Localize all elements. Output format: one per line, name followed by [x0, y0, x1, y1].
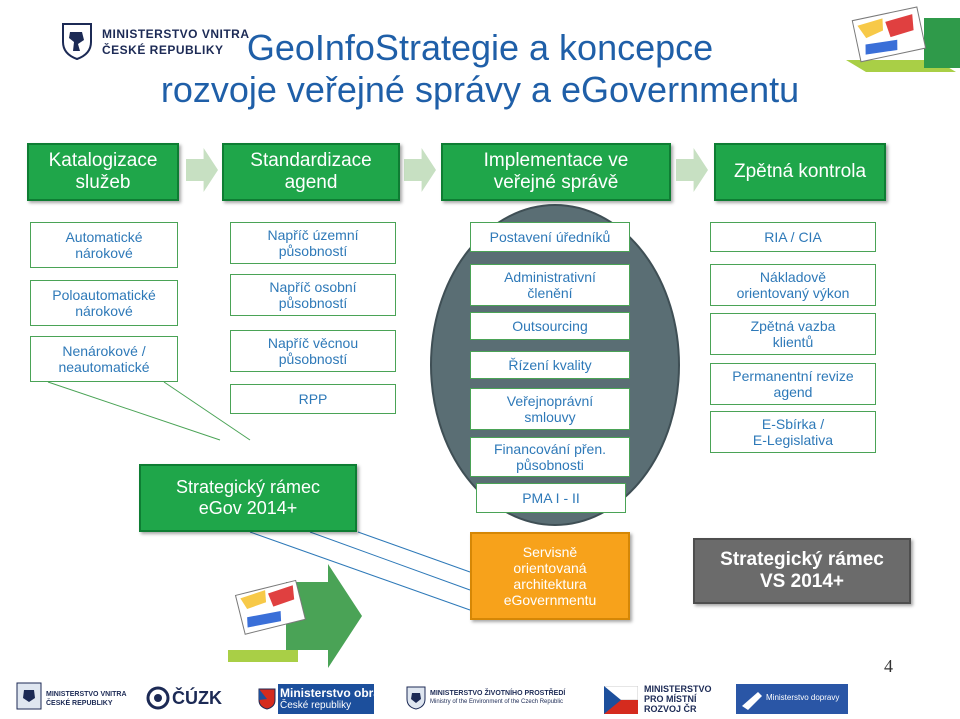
footer-mzp-line1: MINISTERSTVO ŽIVOTNÍHO PROSTŘEDÍ: [430, 690, 566, 697]
phase-arrow-1: [186, 148, 218, 192]
cell-administrativni-cleneni: Administrativní členění: [470, 264, 630, 306]
footer-mv-line1: MINISTERSTVO VNITRA: [46, 691, 127, 698]
ministry-logo: MINISTERSTVO VNITRA ČESKÉ REPUBLIKY: [60, 18, 249, 64]
soa-box: Servisně orientovaná architektura eGover…: [470, 532, 630, 620]
phase-standardizace: Standardizace agend: [222, 143, 400, 201]
cell-outsourcing: Outsourcing: [470, 312, 630, 340]
cell-napric-vecnou: Napříč věcnou působností: [230, 330, 396, 372]
cell-nenarokove: Nenárokové / neautomatické: [30, 336, 178, 382]
mo-flag-icon: [258, 688, 276, 710]
mzp-emblem-icon: [406, 686, 426, 710]
footer-md-text: Ministerstvo dopravy: [766, 693, 840, 702]
cell-verejnopravni-smlouvy: Veřejnoprávní smlouvy: [470, 388, 630, 430]
cell-poloautomaticke-narokove: Poloautomatické nárokové: [30, 280, 178, 326]
footer-mo-band: [278, 684, 374, 714]
strategic-frame-vs: Strategický rámec VS 2014+: [693, 538, 911, 604]
phase-zpetna-kontrola: Zpětná kontrola: [714, 143, 886, 201]
map-arrow-icon: [228, 564, 362, 668]
md-emblem-icon: [736, 684, 848, 714]
cell-napric-osobni: Napříč osobní působností: [230, 274, 396, 316]
footer-mmr-line1: MINISTERSTVO: [644, 684, 712, 694]
cell-e-sbirka: E-Sbírka / E-Legislativa: [710, 411, 876, 453]
cell-postaveni-uredniku: Postavení úředníků: [470, 222, 630, 252]
mv-emblem-icon: [16, 682, 42, 710]
footer-logo-cuzk: ČÚZK: [146, 686, 246, 714]
footer-mzp-line2: Ministry of the Environment of the Czech…: [430, 699, 564, 705]
cell-napric-uzemni: Napříč územní působností: [230, 222, 396, 264]
cell-automaticke-narokove: Automatické nárokové: [30, 222, 178, 268]
footer-mmr-line3: ROZVOJ ČR: [644, 704, 697, 714]
strategic-frame-egov: Strategický rámec eGov 2014+: [139, 464, 357, 532]
footer-mo-line1: Ministerstvo obrany: [280, 686, 395, 700]
ministry-logo-line1: MINISTERSTVO VNITRA: [102, 27, 250, 41]
footer-logo-md: Ministerstvo dopravy: [736, 684, 848, 714]
page-title-line1: GeoInfoStrategie a koncepce: [246, 27, 714, 68]
cell-nakladove-orientovany: Nákladově orientovaný výkon: [710, 264, 876, 306]
cell-rizeni-kvality: Řízení kvality: [470, 351, 630, 379]
footer-mo-line2: České republiky: [280, 700, 352, 711]
cuzk-emblem-icon: [146, 686, 170, 710]
phase-arrow-3: [676, 148, 708, 192]
cell-rpp: RPP: [230, 384, 396, 414]
mmr-flag-icon: [604, 686, 638, 714]
cell-zpetna-vazba: Zpětná vazba klientů: [710, 313, 876, 355]
ministry-logo-line2: ČESKÉ REPUBLIKY: [102, 43, 224, 57]
footer-logo-mo: Ministerstvo obrany České republiky: [258, 684, 394, 714]
cell-pma: PMA I - II: [476, 483, 626, 513]
footer-logo-mmr: MINISTERSTVO PRO MÍSTNÍ ROZVOJ ČR: [604, 684, 714, 716]
cell-permanentni-revize: Permanentní revize agend: [710, 363, 876, 405]
lion-emblem-icon: [62, 23, 92, 60]
phase-arrow-2: [404, 148, 436, 192]
page-title-line2: rozvoje veřejné správy a eGovernmentu: [160, 69, 800, 110]
phase-katalogizace: Katalogizace služeb: [27, 143, 179, 201]
footer-logo-mv: MINISTERSTVO VNITRA ČESKÉ REPUBLIKY: [16, 682, 127, 712]
footer-mmr-line2: PRO MÍSTNÍ: [644, 694, 697, 704]
page-number: 4: [884, 656, 893, 676]
phase-implementace: Implementace ve veřejné správě: [441, 143, 671, 201]
footer-logo-mzp: MINISTERSTVO ŽIVOTNÍHO PROSTŘEDÍ Ministr…: [406, 686, 576, 712]
footer-mv-line2: ČESKÉ REPUBLIKY: [46, 700, 113, 707]
cell-financovani: Financování přen. působnosti: [470, 437, 630, 477]
map-layers-icon: [846, 6, 960, 72]
footer-cuzk-text: ČÚZK: [172, 688, 222, 708]
cell-ria-cia: RIA / CIA: [710, 222, 876, 252]
